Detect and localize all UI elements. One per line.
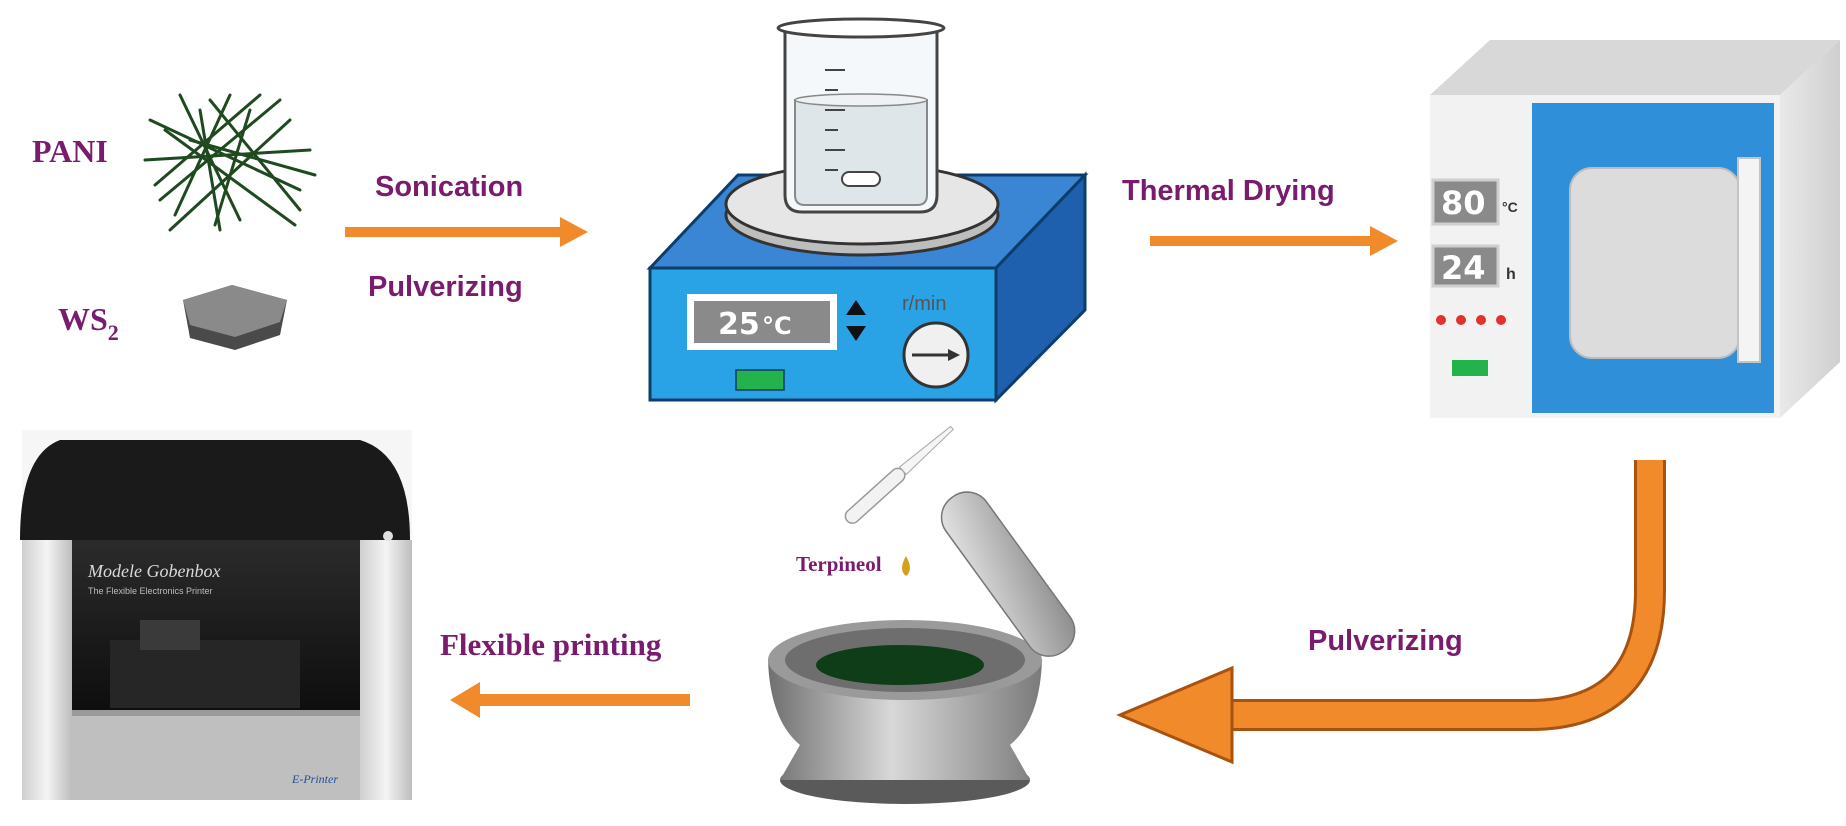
sonication-label: Sonication [375,171,523,203]
thermal-drying-label: Thermal Drying [1122,175,1335,207]
ws2-label-subscript: 2 [108,320,119,345]
pani-label: PANI [32,133,108,169]
stirrer-speed-label: r/min [902,293,946,315]
ws2-label: WS2 [58,301,119,345]
stirrer-temperature-value: 25 [718,307,760,342]
oven-temperature-unit: °C [1502,199,1518,215]
pulverizing-bottom-label: Pulverizing [1308,625,1463,657]
printer-brand-label: E-Printer [291,772,338,786]
oven-time-value: 24 [1441,249,1486,287]
printer-model-name: Modele Gobenbox [87,561,220,581]
stirrer-temperature-unit: °C [762,312,792,340]
oven-time-unit: h [1506,266,1516,283]
oven-temperature-value: 80 [1441,184,1486,222]
arrow-thermal-drying [1150,226,1398,256]
terpineol-label: Terpineol [796,552,882,576]
arrow-pulverizing-curved [1116,460,1666,765]
flexible-printing-label: Flexible printing [440,627,662,662]
pani-fibers-illustration [143,93,317,232]
printer-illustration [20,430,412,800]
drying-oven-illustration [1430,40,1840,418]
arrow-flexible-printing [450,682,690,718]
magnetic-stirrer-illustration [646,17,1089,404]
mortar-pestle-illustration [768,425,1076,804]
arrow-sonication [345,217,588,247]
ws2-flake-illustration [183,285,287,350]
ws2-label-main: WS [58,301,108,337]
printer-model-subtitle: The Flexible Electronics Printer [88,586,213,596]
pulverizing-top-label: Pulverizing [368,271,523,303]
